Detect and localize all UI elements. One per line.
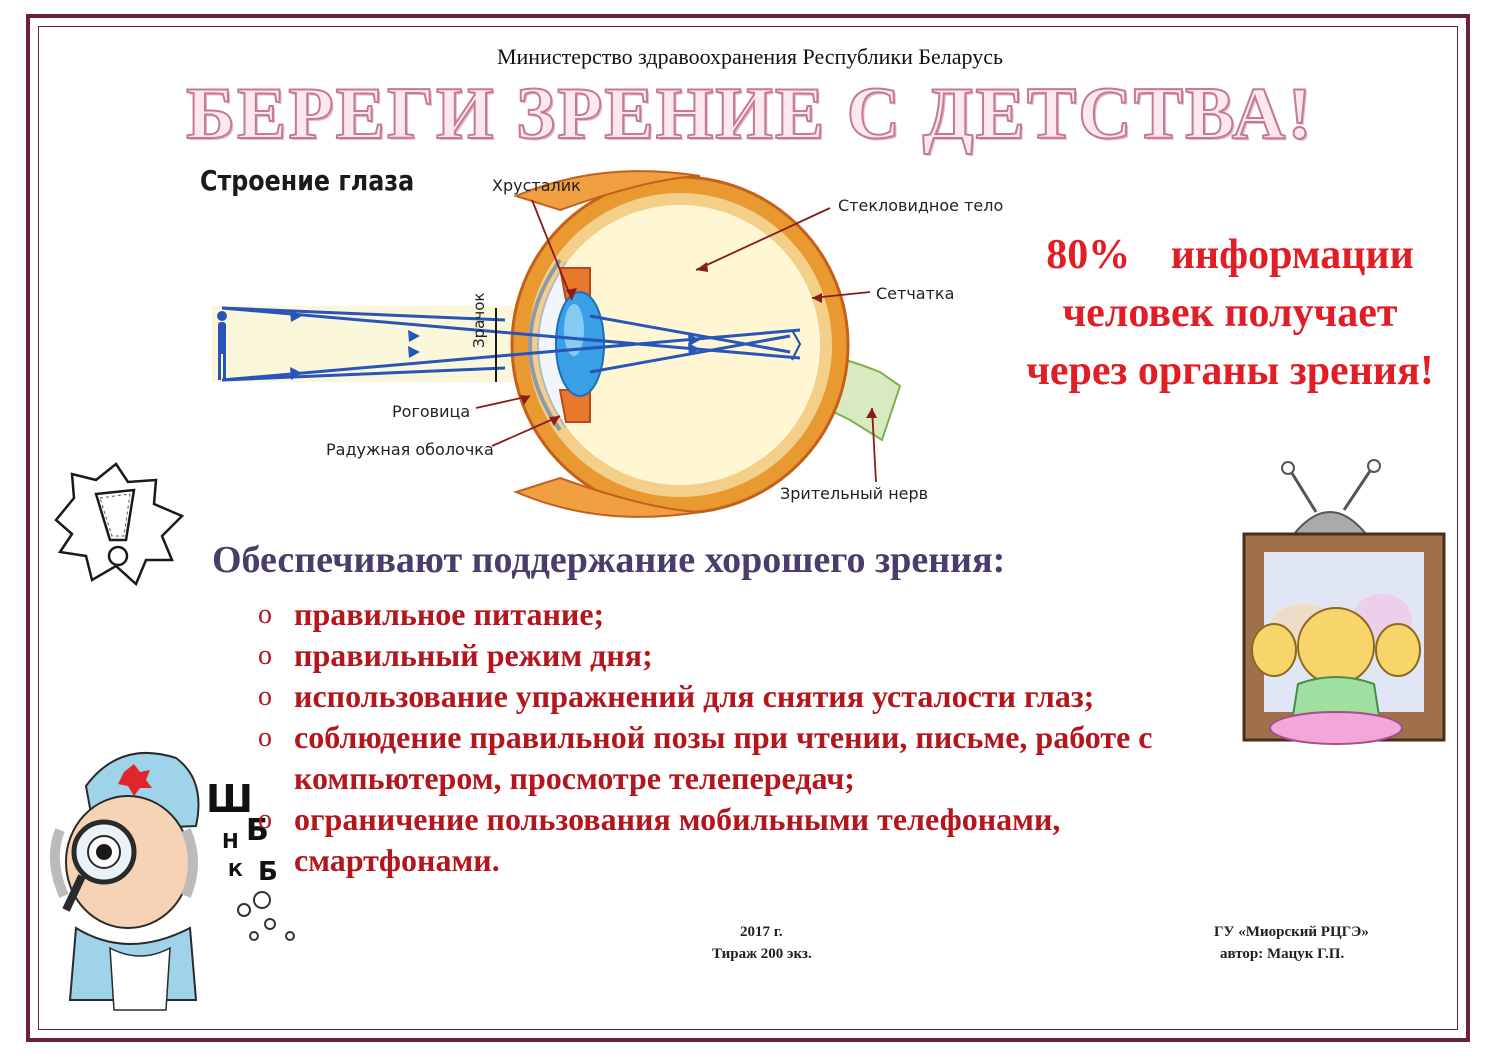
page-inner-border [38,26,1458,1030]
bullet-icon: o [258,722,272,753]
list-item-text: использование упражнений для снятия уста… [294,678,1095,714]
list-item: o ограничение пользования мобильными теле… [258,799,1234,881]
list-item: o правильное питание; [258,594,1258,635]
list-item: o соблюдение правильной позы при чтении, … [258,717,1194,799]
footer-print-run: Тираж 200 экз. [712,946,812,962]
eye-chart-rings [237,891,295,941]
list-item-text: правильный режим дня; [294,637,653,673]
cornea-inner [537,261,567,429]
ray-arrowheads [290,309,700,380]
label-pupil: Зрачок [470,292,488,348]
eye-chart-letter: Н [222,829,239,853]
list-item-text: соблюдение правильной позы при чтении, п… [294,719,1153,796]
bullet-icon: o [258,804,272,835]
eye-chart-letter: К [228,860,243,881]
footer-year: 2017 г. [740,924,783,940]
info-line-1: 80% информации [1046,232,1414,278]
footer-organization: ГУ «Миорский РЦГЭ» [1214,924,1369,940]
label-optic-nerve: Зрительный нерв [780,484,929,503]
list-item-text: правильное питание; [294,596,605,632]
poster-title: БЕРЕГИ ЗРЕНИЕ С ДЕТСТВА! [185,72,1314,156]
bullet-icon: o [258,681,272,712]
bullet-icon: o [258,640,272,671]
label-lens: Хрусталик [492,176,581,195]
label-vitreous-body: Стекловидное тело [838,196,1004,215]
tips-heading: Обеспечивают поддержание хорошего зрения… [212,539,1006,581]
footer-author: автор: Мацук Г.П. [1220,946,1345,962]
diagram-title: Строение глаза [200,164,415,197]
light-beam [212,306,800,382]
upper-lid [513,170,701,212]
lower-lid [513,476,701,518]
eye-chart-letter: Ш [206,777,253,821]
label-cornea: Роговица [392,402,471,421]
list-item: o использование упражнений для снятия уст… [258,676,1174,717]
label-iris: Радужная оболочка [326,440,494,459]
info-line-3: через органы зрения! [1026,348,1434,394]
info-statement: 80% информации человек получает через ор… [1010,226,1450,400]
list-item-text: ограничение пользования мобильными телеф… [294,801,1061,878]
eye-chart-letters: Ш Б Н К Б [206,777,278,887]
exclamation-badge-icon [54,462,185,587]
person-figure [217,311,227,380]
page-border [26,14,1470,1042]
vitreous-body [540,205,820,485]
doctor-illustration [49,751,200,1011]
eye-chart-letter: Б [246,813,269,848]
tips-list: o правильное питание; o правильный режим д… [258,594,1258,881]
tv-girl-illustration [1242,459,1446,745]
cornea-shape [528,258,562,432]
ministry-header: Министерство здравоохранения Республики … [496,44,1004,69]
eye-chart-letter: Б [258,857,278,887]
label-retina: Сетчатка [876,284,955,303]
list-item: o правильный режим дня; [258,635,1258,676]
bullet-icon: o [258,599,272,630]
info-line-2: человек получает [1062,290,1398,336]
